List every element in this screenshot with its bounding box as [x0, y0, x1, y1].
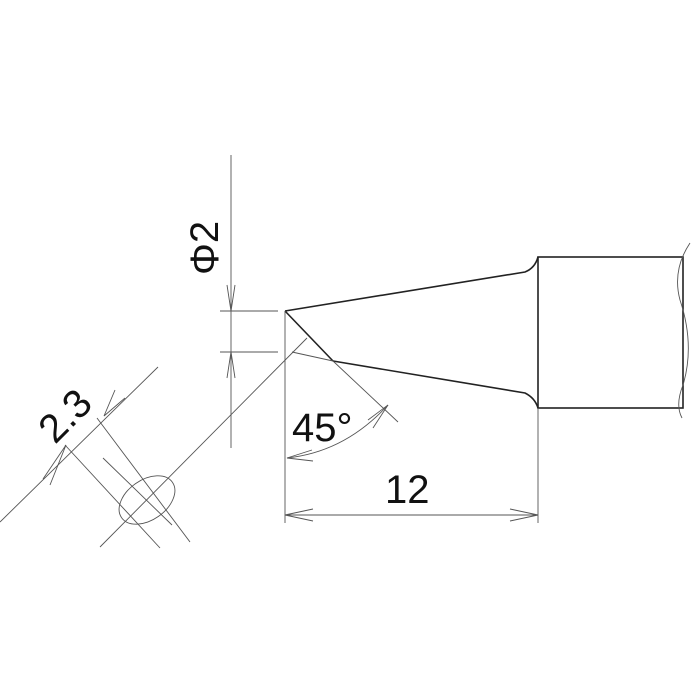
angle-arrow-left: [286, 449, 314, 462]
diameter-label: Φ2: [183, 221, 227, 275]
face-dimension-line: [0, 366, 159, 523]
tip-upper-edge: [284, 256, 539, 312]
angle-arc: [286, 404, 389, 459]
face-arrow-upper: [103, 389, 126, 417]
break-line: [677, 242, 691, 419]
face-width-label: 2.3: [30, 381, 100, 451]
phi-arrow-bottom: [226, 351, 236, 379]
angle-label: 45°: [292, 406, 353, 450]
length-arrow-right: [509, 508, 539, 522]
face-axis-line: [99, 337, 308, 548]
bevel-face-edge: [284, 310, 334, 362]
angle-arrow-right: [367, 404, 389, 429]
face-extension-upper: [96, 417, 191, 543]
shank: [537, 256, 684, 409]
angle-extension: [332, 360, 399, 423]
hidden-lower-edge: [291, 351, 334, 362]
face-arrow-lower: [42, 444, 67, 486]
tip-lower-edge: [332, 360, 539, 409]
face-ellipse: [118, 475, 176, 525]
phi-arrow-top: [226, 284, 236, 312]
length-label: 12: [385, 468, 430, 512]
face-extension-lower: [64, 444, 161, 549]
length-arrow-left: [284, 508, 314, 522]
face-centerline: [102, 457, 173, 526]
